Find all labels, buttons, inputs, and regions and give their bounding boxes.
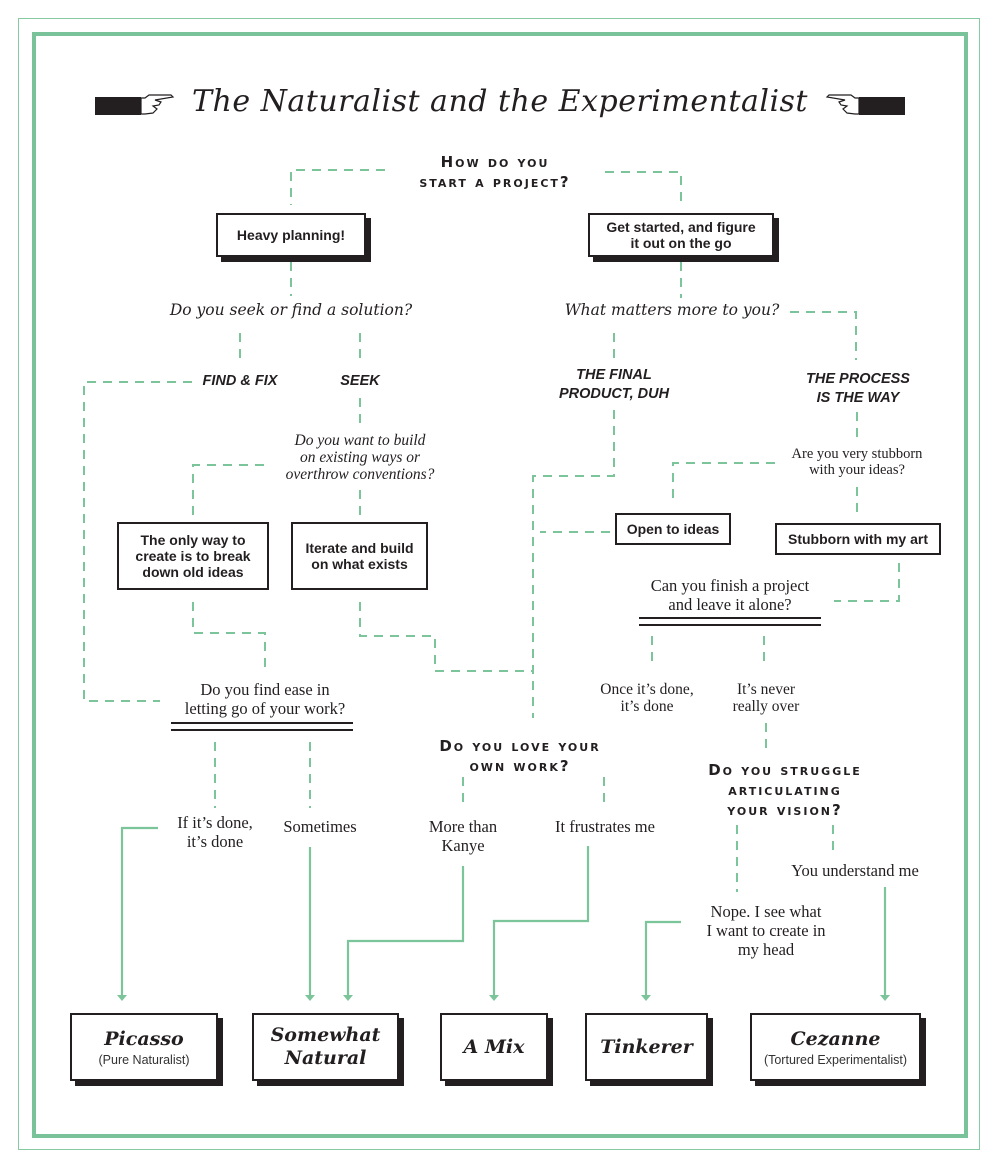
option-break-down: The only way to create is to break down …	[117, 522, 269, 590]
arrow-head	[489, 995, 499, 1001]
answer-frustrates: It frustrates me	[555, 817, 655, 836]
result-somewhat-natural: Somewhat Natural	[252, 1013, 399, 1081]
inner-border	[32, 32, 968, 1138]
dashed-connector	[834, 563, 900, 602]
double-rule	[171, 722, 353, 731]
double-rule	[639, 617, 821, 626]
solid-connector	[492, 846, 590, 996]
option-heavy-planning: Heavy planning!	[216, 213, 366, 257]
arrow-head	[641, 995, 651, 1001]
solid-connector	[644, 920, 681, 996]
answer-nope-head: Nope. I see what I want to create in my …	[706, 902, 826, 959]
result-cezanne: Cezanne (Tortured Experimentalist)	[750, 1013, 921, 1081]
dashed-connector	[672, 462, 775, 505]
option-iterate: Iterate and build on what exists	[291, 522, 428, 590]
answer-understand-me: You understand me	[791, 861, 919, 880]
question-love-work: Do you love your own work?	[439, 737, 601, 775]
question-what-matters: What matters more to you?	[564, 301, 780, 319]
answer-final-product: THE FINAL PRODUCT, DUH	[558, 367, 670, 402]
dashed-connector	[83, 381, 192, 702]
solid-connector	[120, 826, 158, 996]
answer-find-fix: FIND & FIX	[202, 373, 278, 389]
result-name: Cezanne	[790, 1027, 881, 1050]
answer-if-done: If it’s done, it’s done	[177, 813, 253, 851]
page-title: The Naturalist and the Experimentalist	[192, 84, 808, 119]
question-seek-or-find: Do you seek or find a solution?	[169, 301, 413, 319]
result-name: Somewhat Natural	[270, 1024, 381, 1069]
solid-connector	[346, 866, 465, 996]
result-name: Tinkerer	[600, 1035, 693, 1058]
arrow-head	[117, 995, 127, 1001]
answer-sometimes: Sometimes	[283, 817, 357, 836]
outer-border	[18, 18, 980, 1150]
result-name: Picasso	[104, 1027, 184, 1050]
dashed-connector	[192, 602, 266, 667]
arrow-head	[343, 995, 353, 1001]
answer-process: THE PROCESS IS THE WAY	[806, 371, 910, 406]
answer-never-over: It’s never really over	[732, 681, 800, 715]
answer-more-kanye: More than Kanye	[428, 817, 498, 855]
pointing-hand-left-icon	[825, 94, 905, 115]
option-open-ideas: Open to ideas	[615, 513, 731, 545]
dashed-connector	[605, 171, 682, 207]
dashed-connector	[790, 311, 857, 360]
arrow-head	[305, 995, 315, 1001]
question-start-project: How do you start a project?	[419, 153, 571, 191]
result-subtitle: (Pure Naturalist)	[98, 1052, 190, 1067]
question-ease-letting-go: Do you find ease in letting go of your w…	[184, 680, 346, 718]
result-subtitle: (Tortured Experimentalist)	[763, 1052, 908, 1067]
arrow-head	[880, 995, 890, 1001]
question-stubborn: Are you very stubborn with your ideas?	[791, 446, 923, 478]
result-a-mix: A Mix	[440, 1013, 548, 1081]
dashed-connector	[532, 410, 615, 718]
result-picasso: Picasso (Pure Naturalist)	[70, 1013, 218, 1081]
dashed-connector	[192, 464, 264, 518]
dashed-connector	[359, 602, 533, 672]
option-get-started: Get started, and figure it out on the go	[588, 213, 774, 257]
result-tinkerer: Tinkerer	[585, 1013, 708, 1081]
pointing-hand-right-icon	[95, 94, 175, 115]
answer-once-done: Once it’s done, it’s done	[600, 681, 694, 715]
question-build-or-overthrow: Do you want to build on existing ways or…	[285, 432, 435, 483]
question-struggle-vision: Do you struggle articulating your vision…	[708, 761, 862, 819]
result-name: A Mix	[463, 1035, 525, 1058]
question-finish-project: Can you finish a project and leave it al…	[650, 576, 810, 614]
dashed-connector	[290, 169, 385, 205]
answer-seek: SEEK	[340, 373, 380, 389]
option-stubborn-art: Stubborn with my art	[775, 523, 941, 555]
